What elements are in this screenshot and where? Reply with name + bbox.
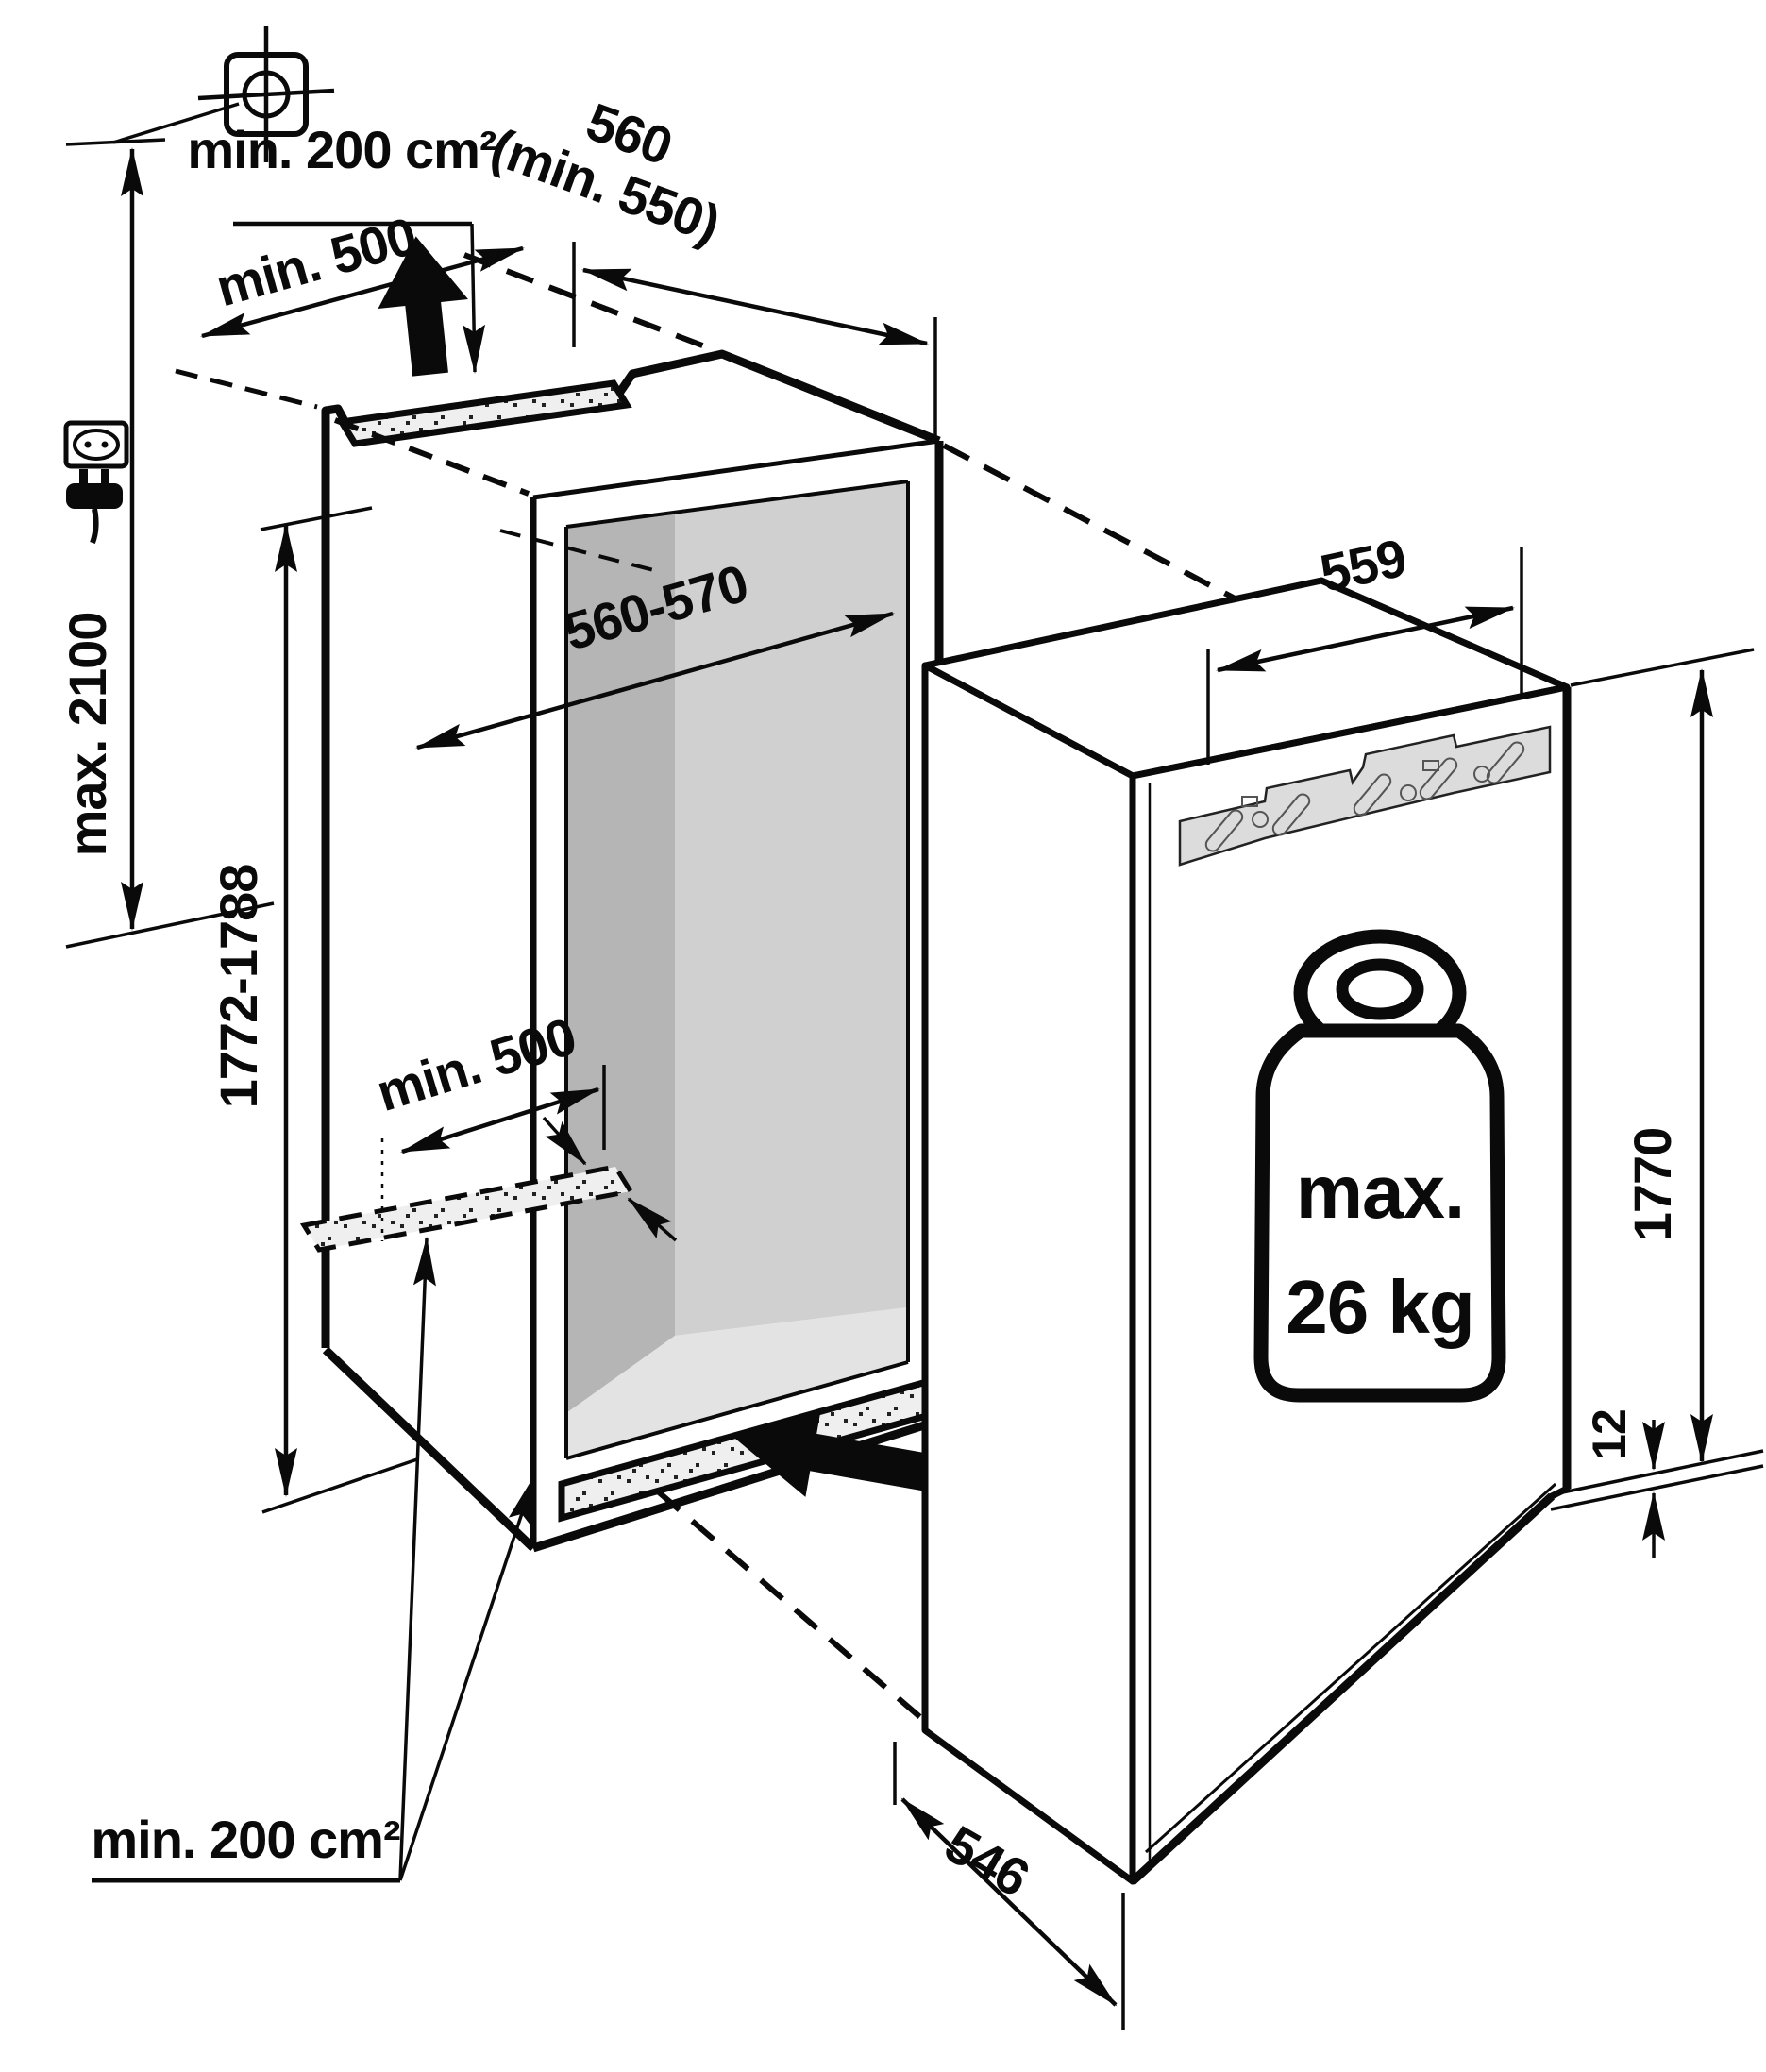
top-vent-area-label: min. 200 cm² bbox=[187, 120, 496, 179]
drill-mark-icon bbox=[197, 26, 335, 162]
dim-base-gap: 12 bbox=[1550, 1409, 1764, 1558]
weight-icon: max. 26 kg bbox=[1253, 929, 1506, 1403]
label-bottom-vent-area: min. 200 cm² bbox=[91, 1237, 536, 1883]
appliance: max. 26 kg bbox=[921, 577, 1572, 1885]
appliance-left-face bbox=[921, 662, 1136, 1885]
alignment-dashed-lines bbox=[175, 252, 1244, 1721]
appliance-depth-label: 546 bbox=[935, 1813, 1039, 1908]
ceiling-height-label: max. 2100 bbox=[58, 613, 117, 857]
top-vent-strip bbox=[336, 379, 632, 447]
appliance-height-label: 1770 bbox=[1623, 1128, 1682, 1242]
bottom-vent-area-label: min. 200 cm² bbox=[91, 1810, 400, 1869]
dim-niche-depth: 560 (min. 550) bbox=[484, 92, 937, 436]
mounting-bracket bbox=[1178, 725, 1552, 867]
plug-icon bbox=[66, 469, 123, 545]
socket-icon bbox=[63, 420, 129, 469]
dim-appliance-height: 1770 bbox=[1570, 648, 1755, 1463]
niche-inner-floor bbox=[566, 1307, 908, 1458]
dim-niche-height: 1772-1788 bbox=[209, 506, 418, 1514]
base-gap-label: 12 bbox=[1583, 1409, 1636, 1460]
niche-cabinet bbox=[299, 349, 944, 1553]
weight-limit-prefix: max. bbox=[1296, 1150, 1464, 1234]
appliance-width-label: 559 bbox=[1315, 528, 1411, 603]
floor-vent-strip-hidden bbox=[299, 1164, 635, 1253]
niche-height-label: 1772-1788 bbox=[209, 865, 268, 1109]
dim-ceiling-height: max. 2100 bbox=[58, 102, 275, 949]
label-top-vent-area: min. 200 cm² bbox=[187, 120, 497, 374]
weight-limit-value: 26 kg bbox=[1286, 1265, 1474, 1349]
